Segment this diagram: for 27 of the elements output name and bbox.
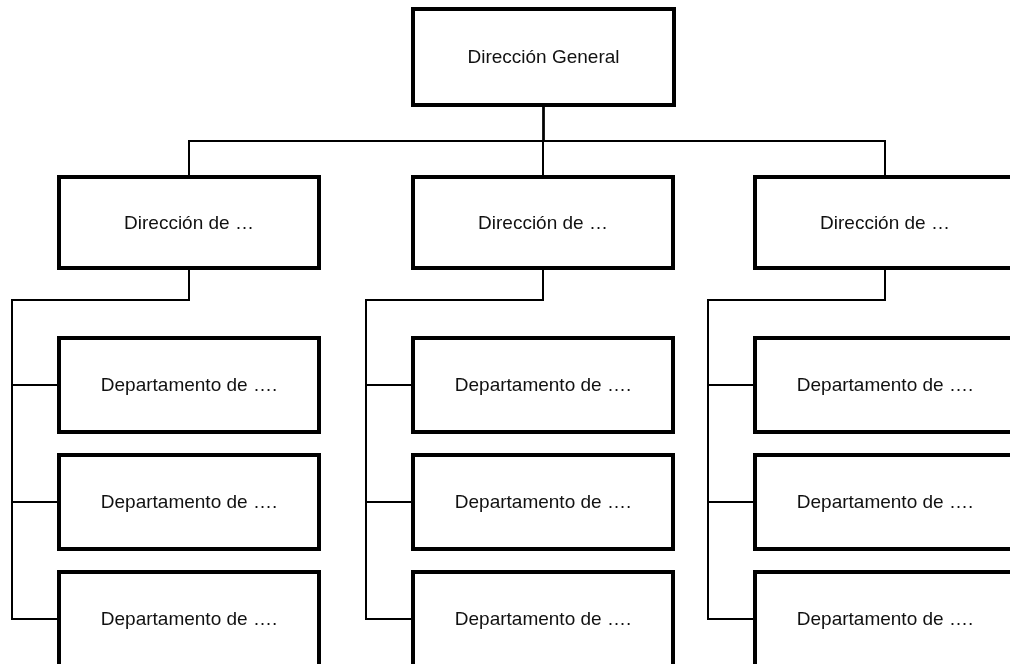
box-label: Dirección General xyxy=(467,46,620,68)
box-label: Dirección de … xyxy=(478,211,608,234)
org-box xyxy=(411,336,675,434)
org-box xyxy=(57,570,321,664)
box-label: Dirección de … xyxy=(124,211,254,234)
org-box xyxy=(411,7,676,107)
org-box xyxy=(57,453,321,551)
org-box xyxy=(411,570,675,664)
org-box xyxy=(753,175,1010,270)
org-box xyxy=(411,453,675,551)
org-box xyxy=(753,453,1010,551)
box-label: Departamento de …. xyxy=(454,374,632,396)
box-label: Departamento de …. xyxy=(454,491,632,513)
box-label: Departamento de …. xyxy=(796,491,974,513)
box-label: Departamento de …. xyxy=(100,491,278,513)
org-box xyxy=(57,336,321,434)
box-label: Departamento de …. xyxy=(454,608,632,630)
box-label: Departamento de …. xyxy=(100,374,278,396)
org-box xyxy=(57,175,321,270)
box-label: Departamento de …. xyxy=(100,608,278,630)
box-label: Dirección de … xyxy=(820,211,950,234)
connector-line xyxy=(542,106,886,176)
org-box xyxy=(753,336,1010,434)
box-label: Departamento de …. xyxy=(796,374,974,396)
org-box xyxy=(753,570,1010,664)
org-box xyxy=(411,175,675,270)
box-label: Departamento de …. xyxy=(796,608,974,630)
